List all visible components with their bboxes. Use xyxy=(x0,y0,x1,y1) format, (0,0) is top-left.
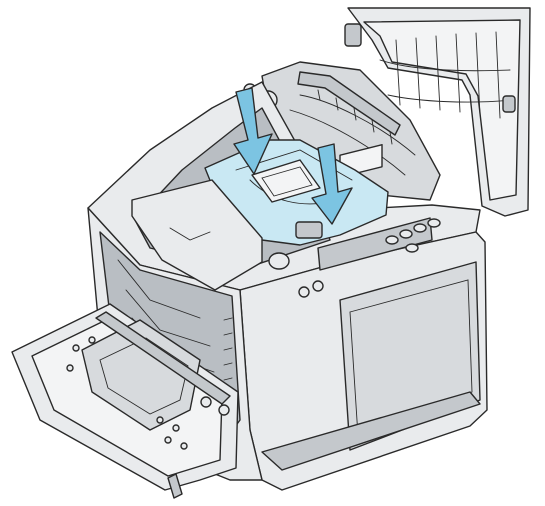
top-cover xyxy=(344,7,531,217)
door-hinge xyxy=(167,473,183,499)
transfer-roller xyxy=(95,311,231,405)
arrow-group xyxy=(233,87,353,225)
paper-tray xyxy=(261,391,481,471)
door-recess xyxy=(81,319,201,431)
unit-grip xyxy=(295,221,323,239)
button-oval xyxy=(427,218,441,228)
down-arrow-icon xyxy=(233,87,273,175)
button-oval xyxy=(405,243,419,253)
button-oval xyxy=(413,223,427,233)
front-door xyxy=(11,303,239,499)
down-arrow-icon xyxy=(311,143,353,225)
release-knob xyxy=(268,252,290,270)
button-oval xyxy=(399,229,413,239)
button-circle xyxy=(298,286,310,298)
cover-hinge xyxy=(344,23,362,47)
cover-latch xyxy=(502,95,516,113)
button-oval xyxy=(385,235,399,245)
paper-guide-flap xyxy=(131,179,263,291)
unit-handle xyxy=(251,159,321,203)
button-circle xyxy=(312,280,324,292)
